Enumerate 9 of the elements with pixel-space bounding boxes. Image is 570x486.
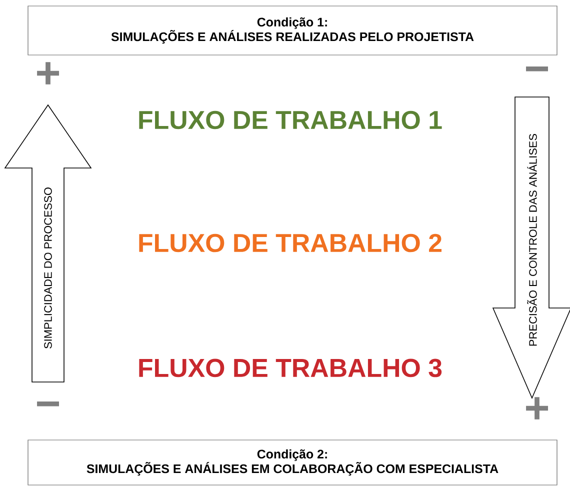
workflow-label: FLUXO DE TRABALHO 1 bbox=[139, 110, 442, 130]
sign-label: − bbox=[526, 66, 548, 72]
sign-label: + bbox=[37, 62, 60, 84]
workflow-label: FLUXO DE TRABALHO 3 bbox=[139, 358, 442, 378]
workflow-label: FLUXO DE TRABALHO 2 bbox=[139, 234, 442, 252]
condition-box: Condição 2: SIMULAÇÕES E ANÁLISES EM COLABORAÇÃO COM ESPECIALISTA bbox=[28, 440, 558, 486]
condition-box: Condição 1: SIMULAÇÕES E ANÁLISES REALIZADAS PELO PROJETISTA bbox=[28, 6, 558, 56]
sign-label: + bbox=[526, 397, 548, 420]
sign-label: − bbox=[37, 402, 59, 406]
